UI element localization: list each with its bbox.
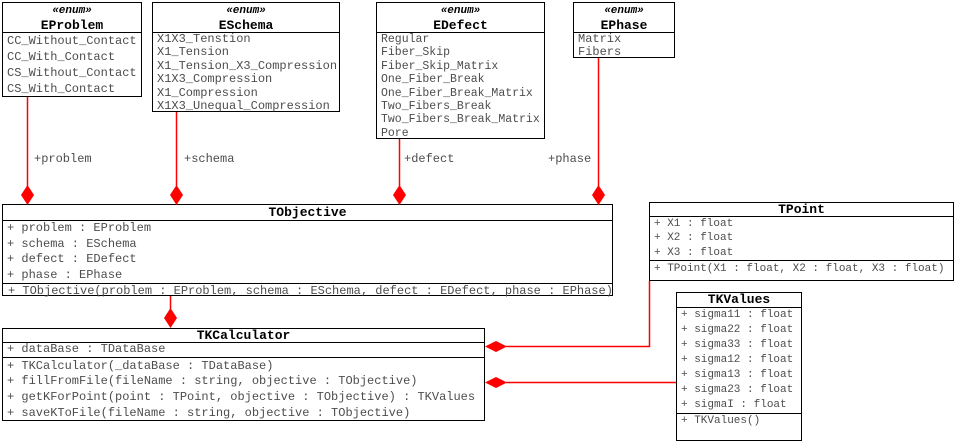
enum-literal: Two_Fibers_Break_Matrix (381, 113, 540, 127)
stereotype-label: «enum» (604, 5, 644, 17)
enum-literal: CS_With_Contact (7, 82, 116, 96)
attribute-row: + phase : EPhase (7, 267, 123, 282)
attribute-row: + X2 : float (654, 232, 734, 245)
enum-literal: X1X3_Unequal_Compression (157, 99, 330, 114)
class-header: «enum» ESchema (153, 3, 339, 33)
class-header: «enum» EPhase (574, 3, 674, 33)
attribute-list: + X1 : float + X2 : float+ X3 : float (650, 216, 953, 260)
enum-literal: Fiber_Skip (381, 46, 451, 60)
method-list: + TObjective(problem : EProblem, schema … (3, 283, 613, 299)
class-name: TKValues (707, 292, 771, 307)
class-box-tkcalculator[interactable]: TKCalculator + dataBase : TDataBase + TK… (2, 328, 485, 421)
class-header: TPoint (650, 203, 953, 216)
composition-connector-defect (393, 139, 406, 205)
role-label-schema: +schema (184, 152, 235, 166)
enum-literal: X1_Tension_X3_Compression (157, 58, 338, 73)
enum-literal: X1_Tension (157, 45, 230, 60)
class-name: EDefect (433, 18, 488, 33)
attribute-row: + X1 : float (654, 218, 734, 230)
class-header: «enum» EDefect (377, 3, 544, 33)
class-name: ESchema (218, 18, 274, 33)
method-row: + fillFromFile(fileName : string, object… (7, 374, 418, 389)
class-header: «enum» EProblem (3, 3, 141, 33)
attribute-row: + sigma13 : float (681, 369, 794, 381)
method-list: + TKCalculator(_dataBase : TDataBase)+ f… (3, 356, 484, 421)
attribute-row: + sigma22 : float (681, 324, 794, 336)
enum-literal: X1X3_Tenstion (157, 32, 251, 46)
attribute-row: + sigma11 : float (681, 309, 794, 321)
stereotype-label: «enum» (226, 5, 266, 17)
role-label-phase: +phase (548, 152, 592, 166)
attribute-row: + problem : EProblem (7, 221, 152, 235)
composition-diamond-icon (592, 185, 605, 205)
composition-diamond-icon (485, 341, 507, 352)
enum-literal: Pore (381, 126, 409, 140)
composition-diamond-icon (393, 185, 406, 205)
attribute-list: + sigma11 : float + sigma22 : float + sigm… (677, 307, 801, 413)
attribute-row: + schema : ESchema (7, 236, 137, 251)
composition-diamond-icon (21, 185, 34, 205)
composition-connector-objective-calculator (164, 296, 177, 328)
enum-literal: CS_Without_Contact (7, 66, 137, 80)
attribute-row: + X3 : float (654, 246, 734, 259)
stereotype-label: «enum» (440, 5, 481, 17)
composition-diamond-icon (485, 377, 507, 388)
method-row: + TKCalculator(_dataBase : TDataBase) (7, 358, 274, 373)
attribute-list: + dataBase : TDataBase (3, 342, 484, 357)
class-box-tpoint[interactable]: TPoint + X1 : float + X2 : float+ X3 : fl… (649, 202, 954, 281)
method-row: + TKValues() (681, 415, 761, 427)
enum-literal: Regular (381, 33, 430, 46)
enum-literal: Fibers (578, 45, 622, 59)
class-name: EPhase (600, 18, 648, 33)
attribute-row: + sigma23 : float (681, 384, 794, 396)
enum-literal: Fiber_Skip_Matrix (381, 59, 499, 73)
class-header: TKValues (677, 293, 801, 307)
enum-literal: One_Fiber_Break_Matrix (381, 86, 533, 100)
enum-literal: Two_Fibers_Break (381, 100, 492, 114)
method-row: + saveKToFile(fileName : string, objecti… (7, 405, 411, 420)
enum-literal: CC_Without_Contact (7, 34, 137, 48)
attribute-list: + problem : EProblem+ schema : ESchema+ … (3, 220, 612, 283)
attribute-row: + sigma33 : float (681, 339, 794, 351)
composition-connector-schema (170, 112, 183, 205)
class-name: TPoint (778, 202, 825, 217)
class-header: TObjective (3, 205, 612, 220)
composition-diamond-icon (164, 308, 177, 328)
method-row: + TObjective(problem : EProblem, schema … (8, 284, 613, 298)
enum-literal: CC_With_Contact (7, 50, 116, 64)
method-row: + getKForPoint(point : TPoint, objective… (7, 390, 476, 405)
attribute-row: + dataBase : TDataBase (7, 342, 166, 356)
method-row: + TPoint(X1 : float, X2 : float, X3 : fl… (654, 262, 945, 275)
method-list: + TPoint(X1 : float, X2 : float, X3 : fl… (650, 259, 953, 277)
enum-literal: Matrix (578, 32, 622, 46)
method-list: + TKValues() (677, 413, 801, 429)
enum-literal: One_Fiber_Break (381, 73, 485, 87)
enum-literal: X1_Compression (157, 85, 258, 100)
attribute-row: + sigma12 : float (681, 354, 794, 366)
composition-connector-kvalues-calculator (485, 377, 676, 388)
attribute-row: + sigmaI : float (681, 399, 787, 411)
class-name: TObjective (268, 205, 347, 220)
composition-connector-problem (21, 97, 34, 205)
class-header: TKCalculator (3, 329, 484, 342)
class-name: EProblem (40, 18, 104, 33)
composition-connector-phase (592, 58, 605, 205)
class-box-tobjective[interactable]: TObjective + problem : EProblem+ schema … (2, 204, 613, 299)
attribute-row: + defect : EDefect (7, 252, 137, 266)
class-name: TKCalculator (196, 328, 291, 343)
role-label-problem: +problem (34, 152, 92, 166)
composition-diamond-icon (170, 185, 183, 205)
class-box-tkvalues[interactable]: TKValues + sigma11 : float + sigma22 : fl… (676, 292, 802, 441)
enum-literal: X1X3_Compression (157, 72, 273, 87)
role-label-defect: +defect (404, 152, 455, 166)
stereotype-label: «enum» (52, 5, 92, 17)
